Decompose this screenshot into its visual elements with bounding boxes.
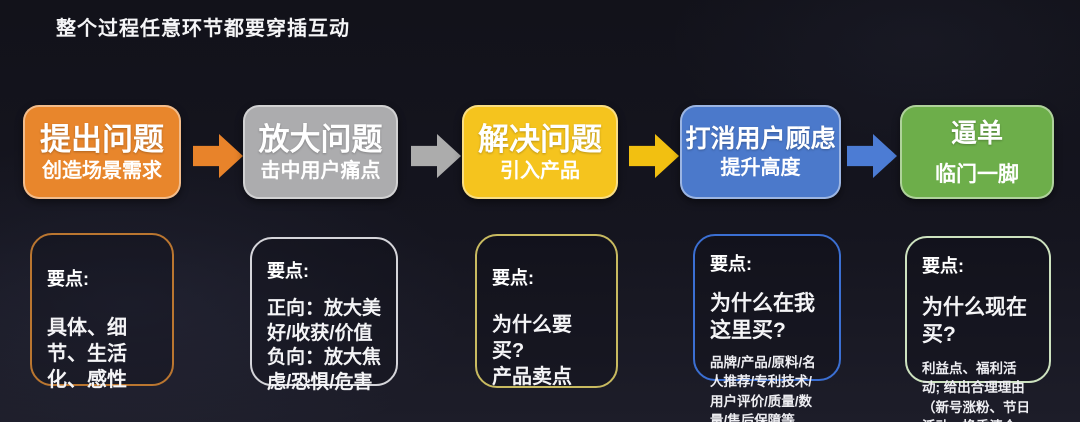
note-detail: 利益点、福利活动; 给出合理理由（新号涨粉、节日活动、换季清仓、新品上市等） <box>922 360 1030 422</box>
step-title: 打消用户顾虑 <box>685 124 836 153</box>
note-body: 具体、细节、生活化、感性 <box>47 317 127 391</box>
note-body: 为什么现在买? <box>922 296 1027 347</box>
note-card-dispel-concerns: 要点: 为什么在我这里买? 品牌/产品/原料/名人推荐/专利技术/用户评价/质量… <box>693 234 841 422</box>
note-card-amplify-problem: 要点: 正向：放大美好/收获/价值 负向：放大焦虑/恐惧/危害 <box>250 237 398 393</box>
note-detail: 品牌/产品/原料/名人推荐/专利技术/用户评价/质量/数量/售后保障等 <box>710 354 816 422</box>
note-heading: 要点: <box>47 269 89 289</box>
note-card-close-deal: 要点: 为什么现在买? 利益点、福利活动; 给出合理理由（新号涨粉、节日活动、换… <box>905 236 1051 422</box>
note-heading: 要点: <box>492 268 534 288</box>
flow-step-raise-question: 提出问题 创造场景需求 <box>23 105 181 199</box>
note-heading: 要点: <box>922 256 964 276</box>
note-body: 为什么在我这里买? <box>710 292 815 343</box>
arrow-right-icon <box>629 134 679 178</box>
step-title: 逼单 <box>950 117 1003 148</box>
note-heading: 要点: <box>267 261 309 281</box>
note-card-raise-question: 要点: 具体、细节、生活化、感性 <box>30 233 174 391</box>
flow-step-close-deal: 逼单 临门一脚 <box>900 105 1054 199</box>
flow-step-amplify-problem: 放大问题 击中用户痛点 <box>243 105 398 199</box>
page-title: 整个过程任意环节都要穿插互动 <box>56 18 350 40</box>
arrow-right-icon <box>411 134 461 178</box>
note-body: 正向：放大美好/收获/价值 负向：放大焦虑/恐惧/危害 <box>267 298 382 394</box>
arrow-right-icon <box>193 134 243 178</box>
step-subtitle: 提升高度 <box>720 156 801 179</box>
step-title: 解决问题 <box>478 121 602 157</box>
step-title: 放大问题 <box>258 121 383 157</box>
note-body: 为什么要买? 产品卖点 <box>492 314 572 388</box>
step-title: 提出问题 <box>40 121 164 157</box>
flow-step-solve-problem: 解决问题 引入产品 <box>462 105 618 199</box>
arrow-right-icon <box>847 134 897 178</box>
step-subtitle: 击中用户痛点 <box>260 159 381 182</box>
note-heading: 要点: <box>710 254 752 274</box>
flow-step-dispel-concerns: 打消用户顾虑 提升高度 <box>680 105 841 199</box>
step-subtitle: 引入产品 <box>500 159 580 182</box>
step-subtitle: 创造场景需求 <box>42 159 162 182</box>
note-card-solve-problem: 要点: 为什么要买? 产品卖点 <box>475 234 618 388</box>
step-subtitle: 临门一脚 <box>935 162 1019 186</box>
